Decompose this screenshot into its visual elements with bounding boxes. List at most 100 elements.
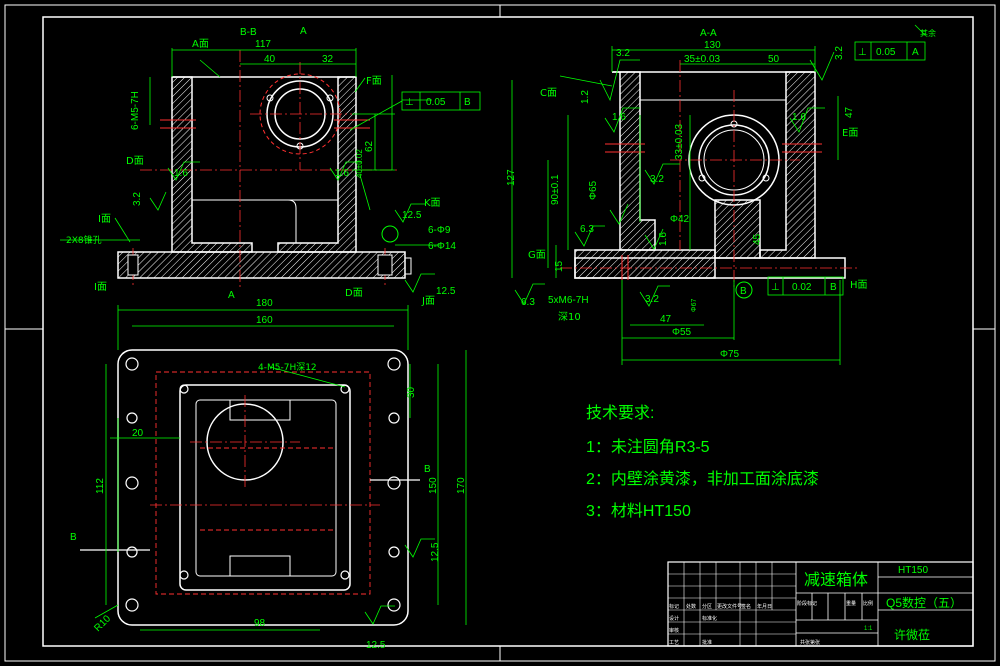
title-project: Q5数控（五） — [886, 595, 962, 610]
c-face-label: C面 — [540, 88, 557, 99]
tol-datum-top: A — [912, 47, 919, 58]
dim-33: 33±0.03 — [674, 123, 685, 160]
title-cell-mark: 标记 — [669, 603, 679, 610]
title-cell-std: 标准化 — [702, 615, 717, 622]
title-cell-date: 年月日 — [757, 603, 772, 610]
title-cell-doc: 更改文件号 — [717, 603, 742, 610]
top-view — [80, 305, 467, 631]
h-face-label: H面 — [850, 280, 868, 291]
others-label: 其余 — [920, 28, 936, 38]
dim-phi-42: Φ42 — [670, 214, 690, 225]
rough-12-5: 12.5 — [402, 210, 422, 221]
tol-datum-left: B — [464, 97, 471, 108]
rough-1-6-b: 1.6 — [792, 112, 806, 123]
datum-b-circle: B — [740, 286, 747, 297]
left-housing-section — [612, 71, 656, 251]
rough-3-2-inner: 3.2 — [650, 174, 664, 185]
tol-value-bottom: 0.02 — [792, 282, 812, 293]
rough-3-2-base: 3.2 — [645, 294, 659, 305]
dim-5m6: 5xM6-7H — [548, 295, 589, 306]
note-item-2: 2：内壁涂黄漆，非加工面涂底漆 — [586, 469, 819, 488]
dim-15: 15 — [554, 260, 565, 272]
dim-6-d9: 6-Φ9 — [428, 225, 451, 236]
deep-10: 深10 — [558, 311, 581, 323]
title-cell-weight: 重量 — [846, 600, 856, 607]
tol-symbol-bottom: ⊥ — [771, 282, 780, 293]
title-part-name: 减速箱体 — [804, 571, 868, 589]
j-face-label: J面 — [421, 296, 435, 307]
g-face-label: G面 — [528, 250, 546, 261]
note-item-1: 1：未注圆角R3-5 — [586, 438, 710, 456]
i-face-label: I面 — [94, 282, 107, 293]
dim-phi-55: Φ55 — [672, 327, 692, 338]
title-cell-sheets: 共张第张 — [800, 639, 820, 646]
section-view-aa — [511, 24, 926, 365]
dim-127: 127 — [506, 169, 517, 186]
tol-symbol-left: ⊥ — [405, 97, 414, 108]
title-cell-stage: 阶段标记 — [797, 600, 817, 607]
dim-180: 180 — [256, 298, 273, 309]
base-section — [574, 249, 716, 279]
rough-3-2: 3.2 — [132, 192, 143, 206]
dim-20: 20 — [132, 428, 144, 439]
dim-32: 32 — [322, 54, 334, 65]
rough-1-2: 1.2 — [580, 90, 591, 104]
e-face-label: E面 — [842, 128, 858, 139]
rough-1-6-a: 1.6 — [612, 112, 626, 123]
title-cell-scale: 比例 — [863, 600, 873, 607]
section-a-mark-top: A — [300, 26, 307, 37]
drawing-frame — [4, 4, 996, 662]
rough-12-5-bottom: 12.5 — [366, 640, 386, 651]
dim-6m5: 6-M5-7H — [130, 91, 141, 130]
d-face-label-bottom: D面 — [345, 288, 363, 299]
rough-3-2-side: 3.2 — [834, 46, 845, 60]
rough-6-3-b: 6.3 — [521, 297, 535, 308]
rough-1-6-left: 1.6 — [174, 168, 188, 179]
k-face-label: K面 — [424, 198, 441, 209]
tol-datum-bottom: B — [830, 282, 837, 293]
dim-phi-75: Φ75 — [720, 349, 740, 360]
note-item-3: 3：材料HT150 — [586, 502, 691, 520]
technical-notes: 技术要求: 1：未注圆角R3-5 2：内壁涂黄漆，非加工面涂底漆 3：材料HT1… — [586, 404, 819, 520]
tol-symbol-top: ⊥ — [858, 47, 867, 58]
title-cell-count: 处数 — [686, 603, 696, 610]
dim-47-horizontal: 47 — [660, 314, 672, 325]
title-cell-zone: 分区 — [702, 603, 712, 610]
title-cell-design: 设计 — [669, 615, 679, 622]
title-material: HT150 — [898, 565, 928, 576]
dim-160: 160 — [256, 315, 273, 326]
section-a-mark-bottom: A — [228, 290, 235, 301]
section-bb-label: B-B — [240, 27, 257, 38]
notes-heading: 技术要求: — [586, 404, 654, 422]
dim-170: 170 — [456, 477, 467, 494]
l-face-label: I面 — [98, 214, 111, 225]
title-designer: 许微莅 — [894, 628, 930, 642]
rough-1-6-c: 1.6 — [658, 232, 669, 246]
section-aa-label: A-A — [700, 28, 717, 39]
dim-40tol: 40±0.02 — [355, 149, 364, 178]
flange-outline — [117, 349, 409, 626]
rough-1-6-right: 1.6 — [335, 168, 349, 179]
d-face-label: D面 — [126, 156, 144, 167]
rough-3-2-top: 3.2 — [616, 48, 630, 59]
section-b-mark-right: B — [424, 464, 431, 475]
title-cell-approve: 批准 — [702, 639, 712, 646]
dim-90: 90±0.1 — [550, 174, 561, 205]
dim-40: 40 — [264, 54, 276, 65]
section-b-mark-left: B — [70, 532, 77, 543]
radius-r10: R10 — [92, 613, 113, 634]
dim-50: 50 — [768, 54, 780, 65]
title-cell-sign: 签名 — [741, 603, 751, 610]
tol-value-left: 0.05 — [426, 97, 446, 108]
right-wall-section — [277, 76, 357, 253]
rough-12-5-base: 12.5 — [436, 286, 456, 297]
section-view-bb — [60, 48, 481, 293]
dim-phi-65: Φ65 — [588, 180, 599, 200]
a-face-label: A面 — [192, 39, 209, 50]
dim-35: 35±0.03 — [684, 54, 721, 65]
dim-112: 112 — [95, 478, 106, 494]
dim-130: 130 — [704, 40, 721, 51]
dim-30: 30 — [406, 386, 417, 398]
dim-6-d14: 6-Φ14 — [428, 241, 456, 252]
dim-45: 45 — [752, 233, 763, 245]
